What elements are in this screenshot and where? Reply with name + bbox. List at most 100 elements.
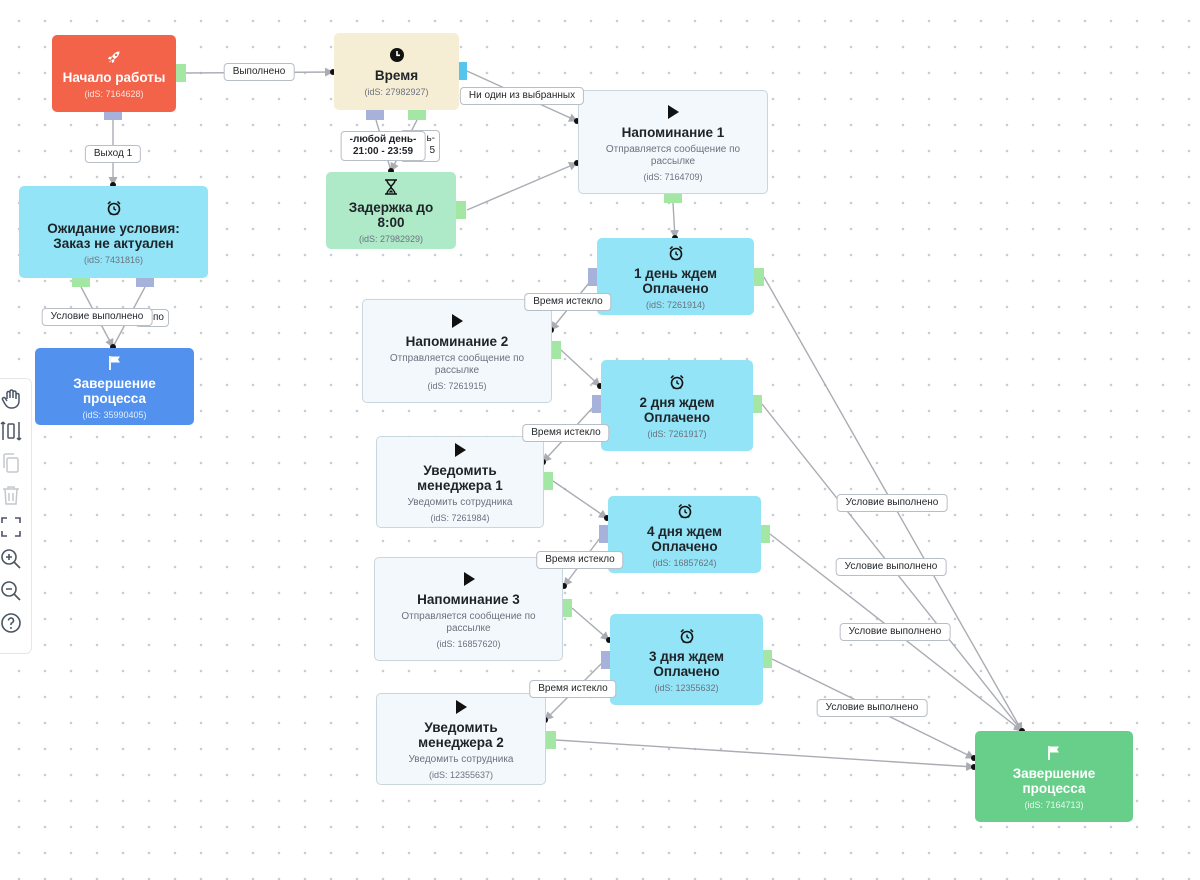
node-id: (idS: 7261984) [430, 513, 490, 523]
output-port[interactable] [456, 201, 466, 219]
edge-label-time-expired[interactable]: Время истекло [536, 551, 624, 569]
output-port[interactable] [563, 599, 572, 617]
clock-icon [388, 46, 406, 64]
time-node[interactable]: Время (idS: 27982927) [334, 33, 459, 110]
play-icon [460, 570, 478, 588]
node-title: 4 дня ждем Оплачено [646, 523, 723, 554]
edge-label-time-expired[interactable]: Время истекло [522, 424, 610, 442]
alarm-clock-icon [676, 502, 694, 520]
reminder-3-node[interactable]: Напоминание 3 Отправляется сообщение по … [374, 557, 563, 661]
alarm-clock-icon [105, 199, 123, 217]
node-description: Отправляется сообщение по рассылке [605, 143, 741, 167]
finish-process-node-2[interactable]: Завершение процесса (idS: 7164713) [975, 731, 1133, 822]
notify-manager-1-node[interactable]: Уведомить менеджера 1 Уведомить сотрудни… [376, 436, 544, 528]
node-description: Уведомить сотрудника [408, 754, 514, 765]
node-description: Уведомить сотрудника [407, 497, 513, 508]
reminder-1-node[interactable]: Напоминание 1 Отправляется сообщение по … [578, 90, 768, 194]
play-icon [664, 103, 682, 121]
edge-label-line: -любой день- [349, 134, 417, 145]
edge-label-time-expired[interactable]: Время истекло [529, 680, 617, 698]
edge-label-any-day[interactable]: -любой день- 21:00 - 23:59 [340, 131, 426, 161]
wait-3-days-paid-node[interactable]: 3 дня ждем Оплачено (idS: 12355632) [610, 614, 763, 705]
edge-label-condition-met[interactable]: Условие выполнено [836, 494, 948, 512]
output-port[interactable] [592, 395, 601, 413]
edge-delay-reminder1 [466, 162, 578, 211]
edge-label-time-expired[interactable]: Время истекло [524, 293, 612, 311]
output-port[interactable] [72, 278, 90, 287]
output-port[interactable] [588, 268, 597, 286]
play-icon [452, 698, 470, 716]
edge-label-condition-met[interactable]: Условие выполнено [835, 558, 947, 576]
node-title: 3 дня ждем Оплачено [648, 648, 725, 679]
output-port[interactable] [366, 110, 384, 120]
flag-icon [106, 354, 124, 372]
output-port[interactable] [176, 64, 186, 82]
fullscreen-icon[interactable] [0, 515, 23, 539]
wait-2-days-paid-node[interactable]: 2 дня ждем Оплачено (idS: 7261917) [601, 360, 753, 451]
output-port[interactable] [763, 650, 772, 668]
finish-process-node-1[interactable]: Завершение процесса (idS: 35990405) [35, 348, 194, 425]
wait-order-not-actual-node[interactable]: Ожидание условия: Заказ не актуален (idS… [19, 186, 208, 278]
output-port[interactable] [408, 110, 426, 120]
node-id: (idS: 7261917) [647, 428, 707, 439]
output-port[interactable] [459, 62, 467, 80]
output-port[interactable] [104, 112, 122, 120]
edge-label-done[interactable]: Выполнено [223, 63, 295, 81]
hand-icon[interactable] [0, 387, 23, 411]
zoom-out-icon[interactable] [0, 579, 23, 603]
fit-vertical-icon[interactable] [0, 419, 23, 443]
alarm-clock-icon [667, 244, 685, 262]
node-description: Отправляется сообщение по рассылке [401, 610, 536, 634]
output-port[interactable] [754, 268, 764, 286]
edge-label-none-selected[interactable]: Ни один из выбранных [459, 87, 585, 105]
notify-manager-2-node[interactable]: Уведомить менеджера 2 Уведомить сотрудни… [376, 693, 546, 785]
output-port[interactable] [552, 341, 561, 359]
output-port[interactable] [546, 731, 556, 749]
node-title: Напоминание 2 [405, 333, 509, 349]
node-title: Начало работы [62, 70, 166, 85]
flag-icon [1045, 744, 1063, 762]
node-title: 2 дня ждем Оплачено [639, 394, 715, 425]
node-id: (idS: 7431816) [83, 255, 144, 265]
edge-label-exit-1[interactable]: Выход 1 [84, 145, 142, 163]
rocket-icon [105, 48, 123, 66]
node-id: (idS: 16857620) [436, 638, 501, 649]
edge-label-condition-met[interactable]: Условие выполнено [816, 699, 928, 717]
node-id: (idS: 7261915) [427, 380, 487, 391]
reminder-2-node[interactable]: Напоминание 2 Отправляется сообщение по … [362, 299, 552, 403]
node-title: Ожидание условия: Заказ не актуален [47, 221, 180, 251]
edge-label-condition-met[interactable]: Условие выполнено [839, 623, 951, 641]
help-icon[interactable] [0, 611, 23, 635]
zoom-in-icon[interactable] [0, 547, 23, 571]
alarm-clock-icon [678, 627, 696, 645]
output-port[interactable] [599, 525, 608, 543]
output-port[interactable] [601, 651, 610, 669]
delay-node[interactable]: Задержка до 8:00 (idS: 27982929) [326, 172, 456, 249]
edge-reminder2-wait2 [560, 349, 601, 387]
hourglass-icon [382, 178, 400, 196]
node-id: (idS: 16857624) [652, 557, 717, 568]
trash-icon[interactable] [0, 483, 23, 507]
node-id: (idS: 35990405) [82, 409, 147, 420]
node-description: Отправляется сообщение по рассылке [389, 352, 525, 376]
node-id: (idS: 12355632) [654, 682, 719, 693]
output-port[interactable] [761, 525, 770, 543]
node-title: Завершение процесса [1012, 765, 1096, 796]
output-port[interactable] [544, 472, 553, 490]
edge-label-condition-met[interactable]: Условие выполнено [41, 308, 153, 326]
output-port[interactable] [753, 395, 762, 413]
edge-reminder3-wait3 [571, 607, 610, 641]
edge-notify2-finish2 [555, 739, 975, 771]
output-port[interactable] [136, 278, 154, 287]
node-id: (idS: 7164713) [1024, 799, 1084, 810]
wait-1-day-paid-node[interactable]: 1 день ждем Оплачено (idS: 7261914) [597, 238, 754, 315]
wait-4-days-paid-node[interactable]: 4 дня ждем Оплачено (idS: 16857624) [608, 496, 761, 573]
play-icon [448, 312, 466, 330]
edge-notify1-wait4 [552, 480, 608, 519]
copy-icon[interactable] [0, 451, 23, 475]
start-node[interactable]: Начало работы (idS: 7164628) [52, 35, 176, 112]
node-title: Напоминание 3 [417, 591, 520, 607]
output-port[interactable] [664, 194, 682, 203]
node-id: (idS: 12355637) [428, 770, 494, 780]
